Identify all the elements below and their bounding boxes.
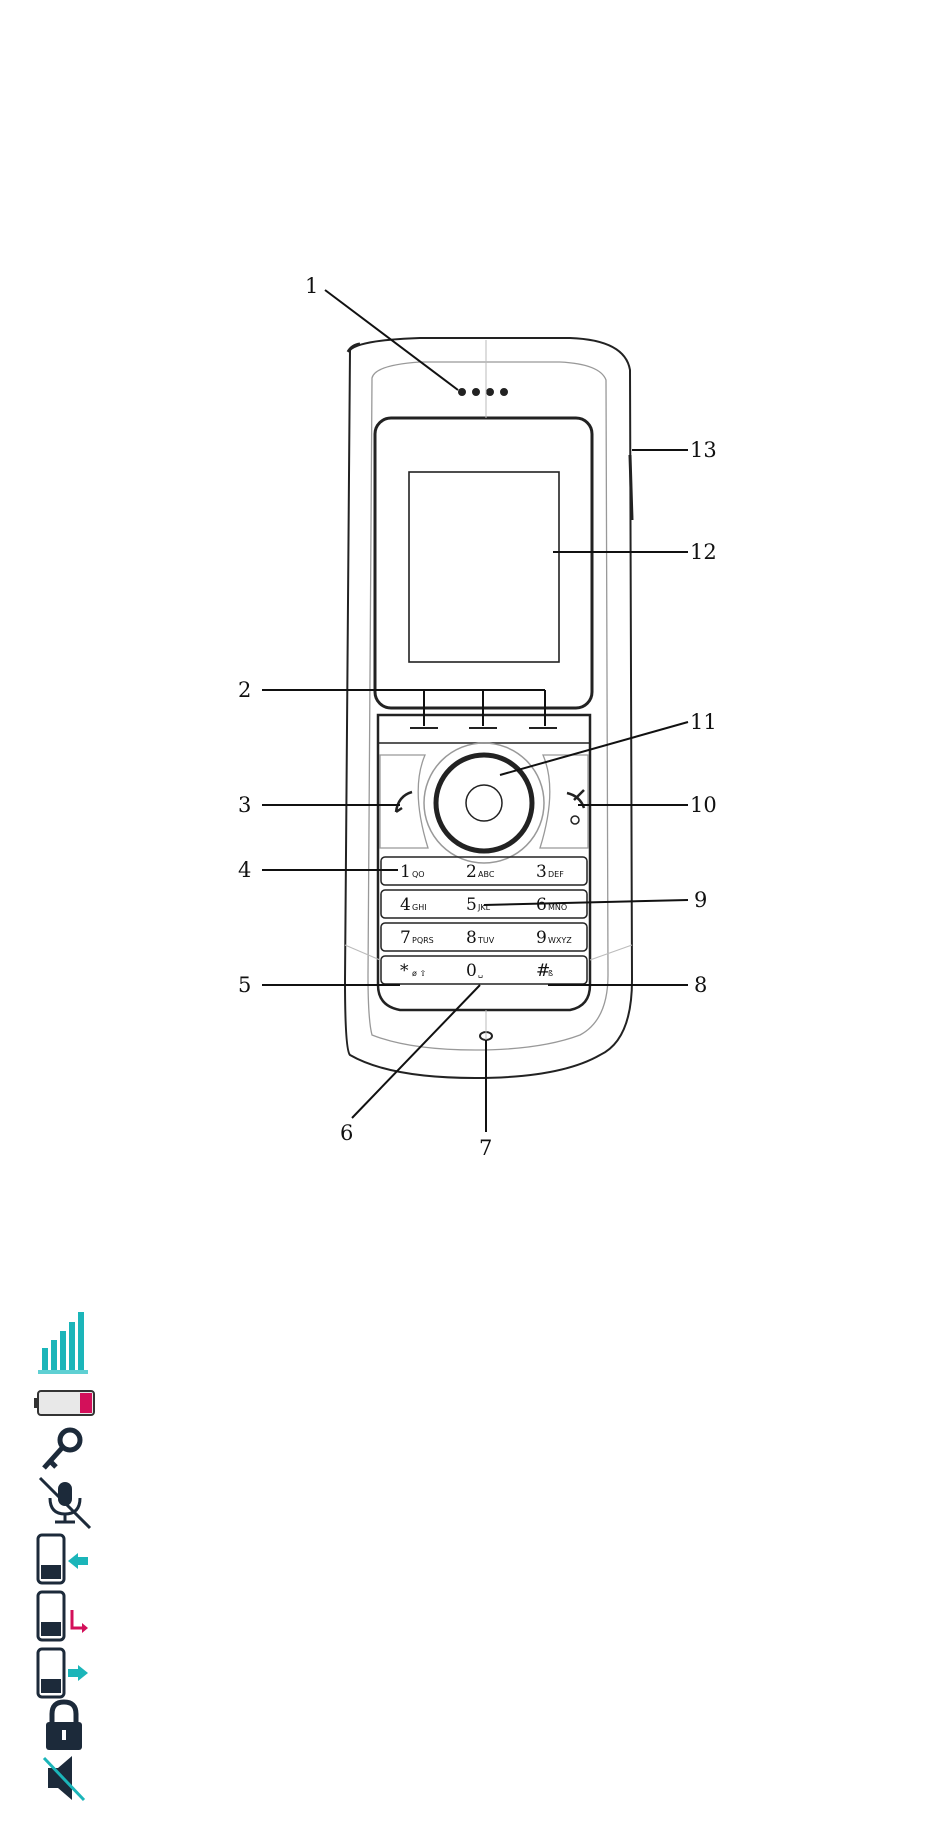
battery-low-icon <box>34 1391 94 1415</box>
key-7-digit: 7 <box>400 928 411 948</box>
key-1-digit: 1 <box>400 862 411 882</box>
outgoing-call-icon <box>38 1649 88 1697</box>
phone-body <box>345 338 632 1078</box>
incoming-call-icon <box>38 1535 88 1583</box>
key-2-letters: ABC <box>478 870 495 879</box>
key-3-digit: 3 <box>536 862 547 882</box>
key-7-letters: PQRS <box>412 936 434 945</box>
key-star-digit: * <box>400 961 409 981</box>
callout-8: 8 <box>694 973 707 997</box>
microphone-muted-icon <box>40 1478 90 1528</box>
callout-9: 9 <box>694 888 707 912</box>
key-4-letters: GHI <box>412 903 427 912</box>
callout-7: 7 <box>479 1136 492 1160</box>
callout-5: 5 <box>238 973 251 997</box>
callout-4: 4 <box>238 858 251 882</box>
callout-13: 13 <box>690 438 717 462</box>
keypad-labels: 1 QO 2 ABC 3 DEF 4 GHI 5 JKL 6 MNO 7 PQR… <box>400 862 572 981</box>
key-8-digit: 8 <box>466 928 477 948</box>
key-9-digit: 9 <box>536 928 547 948</box>
callout-labels: 1 2 3 4 5 6 7 8 9 10 11 12 13 <box>238 274 717 1160</box>
key-icon <box>44 1430 80 1468</box>
key-4-digit: 4 <box>400 895 411 915</box>
sound-off-icon <box>44 1756 84 1800</box>
callout-2: 2 <box>238 678 251 702</box>
key-9-letters: WXYZ <box>548 936 572 945</box>
key-2-digit: 2 <box>466 862 477 882</box>
callout-12: 12 <box>690 540 717 564</box>
key-0-letters: ␣ <box>478 969 483 978</box>
callout-6: 6 <box>340 1121 353 1145</box>
callout-1: 1 <box>305 274 318 298</box>
callout-lines <box>262 290 688 1132</box>
signal-strength-icon <box>38 1312 88 1374</box>
key-8-letters: TUV <box>477 936 495 945</box>
keypad-lock-icon <box>46 1702 82 1750</box>
key-hash-letters: ß <box>548 969 553 978</box>
key-0-digit: 0 <box>466 961 477 981</box>
status-icons <box>34 1312 94 1800</box>
missed-call-icon <box>38 1592 88 1640</box>
callout-10: 10 <box>690 793 717 817</box>
callout-11: 11 <box>690 710 717 734</box>
key-5-digit: 5 <box>466 895 477 915</box>
key-star-letters: ø ⇧ <box>412 969 426 978</box>
callout-3: 3 <box>238 793 251 817</box>
key-6-digit: 6 <box>536 895 547 915</box>
key-3-letters: DEF <box>548 870 564 879</box>
key-1-letters: QO <box>412 870 425 879</box>
